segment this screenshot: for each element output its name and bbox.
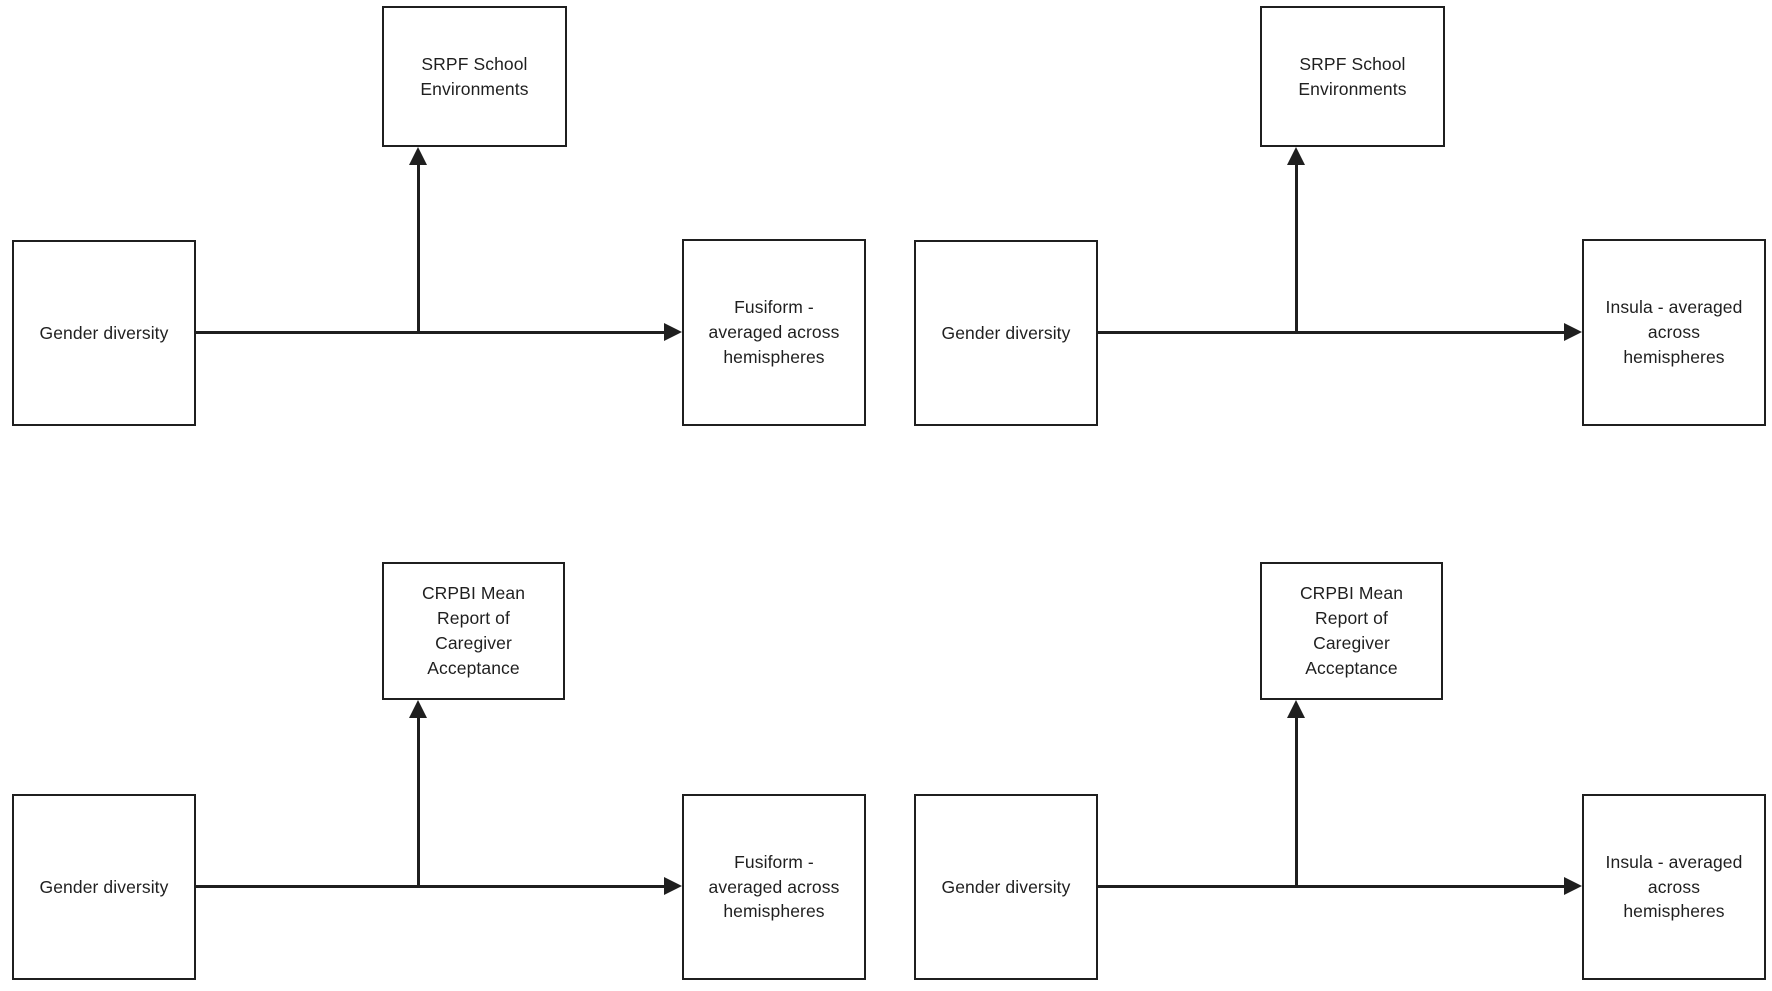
arrowhead-up-4 — [1287, 700, 1305, 718]
node-gender-diversity-3[interactable]: Gender diversity — [12, 794, 196, 980]
node-label: CRPBI Mean Report of Caregiver Acceptanc… — [421, 583, 526, 678]
edge-path-to-srpf-2 — [1295, 155, 1298, 333]
node-crpbi-caregiver-acceptance-1[interactable]: CRPBI Mean Report of Caregiver Acceptanc… — [382, 562, 565, 700]
node-crpbi-caregiver-acceptance-2[interactable]: CRPBI Mean Report of Caregiver Acceptanc… — [1260, 562, 1443, 700]
node-insula-1[interactable]: Insula - averaged across hemispheres — [1582, 239, 1766, 426]
node-srpf-school-environments-2[interactable]: SRPF School Environments — [1260, 6, 1445, 147]
node-label: Insula - averaged across hemispheres — [1605, 297, 1743, 367]
edge-gender-to-insula-1 — [1098, 331, 1564, 334]
arrowhead-right-4 — [1564, 877, 1582, 895]
arrowhead-right-3 — [664, 877, 682, 895]
edge-gender-to-insula-2 — [1098, 885, 1564, 888]
node-gender-diversity-4[interactable]: Gender diversity — [914, 794, 1098, 980]
node-label: Gender diversity — [941, 876, 1071, 897]
edge-path-to-srpf-1 — [417, 155, 420, 333]
edge-gender-to-fusiform-1 — [196, 331, 664, 334]
node-label: CRPBI Mean Report of Caregiver Acceptanc… — [1299, 583, 1404, 678]
node-label: Gender diversity — [39, 876, 169, 897]
arrowhead-right-1 — [664, 323, 682, 341]
node-fusiform-2[interactable]: Fusiform - averaged across hemispheres — [682, 794, 866, 980]
node-label: Gender diversity — [39, 322, 169, 343]
node-gender-diversity-1[interactable]: Gender diversity — [12, 240, 196, 426]
arrowhead-up-1 — [409, 147, 427, 165]
arrowhead-up-2 — [1287, 147, 1305, 165]
edge-path-to-crpbi-1 — [417, 708, 420, 887]
arrowhead-up-3 — [409, 700, 427, 718]
edge-path-to-crpbi-2 — [1295, 708, 1298, 887]
arrowhead-right-2 — [1564, 323, 1582, 341]
node-label: Insula - averaged across hemispheres — [1605, 851, 1743, 922]
node-srpf-school-environments-1[interactable]: SRPF School Environments — [382, 6, 567, 147]
node-label: Fusiform - averaged across hemispheres — [708, 297, 840, 367]
edge-gender-to-fusiform-2 — [196, 885, 664, 888]
node-fusiform-1[interactable]: Fusiform - averaged across hemispheres — [682, 239, 866, 426]
node-label: SRPF School Environments — [1298, 53, 1407, 99]
node-gender-diversity-2[interactable]: Gender diversity — [914, 240, 1098, 426]
node-label: Gender diversity — [941, 322, 1071, 343]
node-label: SRPF School Environments — [420, 53, 529, 99]
node-insula-2[interactable]: Insula - averaged across hemispheres — [1582, 794, 1766, 980]
node-label: Fusiform - averaged across hemispheres — [708, 851, 840, 922]
